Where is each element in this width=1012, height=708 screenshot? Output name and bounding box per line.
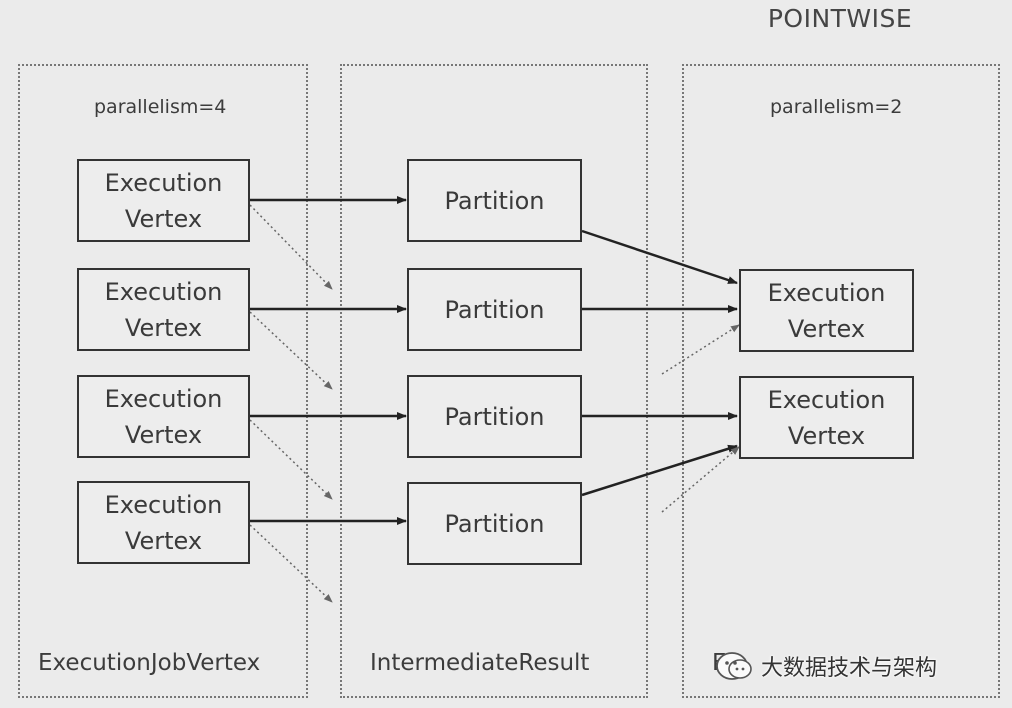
vertex-label-line1: Execution bbox=[104, 490, 223, 519]
partition-1: Partition bbox=[407, 159, 582, 242]
consumer-execution-vertex-2: Execution Vertex bbox=[739, 376, 914, 459]
intermediate-result-label: IntermediateResult bbox=[370, 650, 590, 676]
producer-execution-vertex-4: Execution Vertex bbox=[77, 481, 250, 564]
vertex-label-line1: Execution bbox=[767, 278, 886, 307]
diagram-title: POINTWISE bbox=[767, 4, 913, 33]
watermark: 大数据技术与架构 bbox=[715, 648, 937, 684]
vertex-label-line2: Vertex bbox=[787, 314, 866, 343]
vertex-label-line1: Execution bbox=[104, 277, 223, 306]
vertex-label-line1: Execution bbox=[767, 385, 886, 414]
vertex-label-line2: Vertex bbox=[124, 313, 203, 342]
wechat-icon bbox=[715, 649, 755, 683]
partition-label: Partition bbox=[444, 402, 545, 431]
vertex-label-line2: Vertex bbox=[124, 420, 203, 449]
producer-execution-vertex-2: Execution Vertex bbox=[77, 268, 250, 351]
producer-parallelism-label: parallelism=4 bbox=[94, 96, 227, 118]
intermediate-result-group bbox=[340, 64, 648, 698]
execution-job-vertex-label: ExecutionJobVertex bbox=[38, 650, 261, 676]
producer-execution-vertex-1: Execution Vertex bbox=[77, 159, 250, 242]
partition-label: Partition bbox=[444, 295, 545, 324]
vertex-label-line2: Vertex bbox=[787, 421, 866, 450]
consumer-parallelism-label: parallelism=2 bbox=[770, 96, 903, 118]
watermark-text: 大数据技术与架构 bbox=[761, 656, 938, 681]
vertex-label-line2: Vertex bbox=[124, 526, 203, 555]
partition-label: Partition bbox=[444, 186, 545, 215]
partition-label: Partition bbox=[444, 509, 545, 538]
vertex-label-line2: Vertex bbox=[124, 204, 203, 233]
vertex-label-line1: Execution bbox=[104, 168, 223, 197]
partition-4: Partition bbox=[407, 482, 582, 565]
partition-2: Partition bbox=[407, 268, 582, 351]
partition-3: Partition bbox=[407, 375, 582, 458]
consumer-job-vertex-group bbox=[682, 64, 1000, 698]
vertex-label-line1: Execution bbox=[104, 384, 223, 413]
producer-execution-vertex-3: Execution Vertex bbox=[77, 375, 250, 458]
consumer-execution-vertex-1: Execution Vertex bbox=[739, 269, 914, 352]
